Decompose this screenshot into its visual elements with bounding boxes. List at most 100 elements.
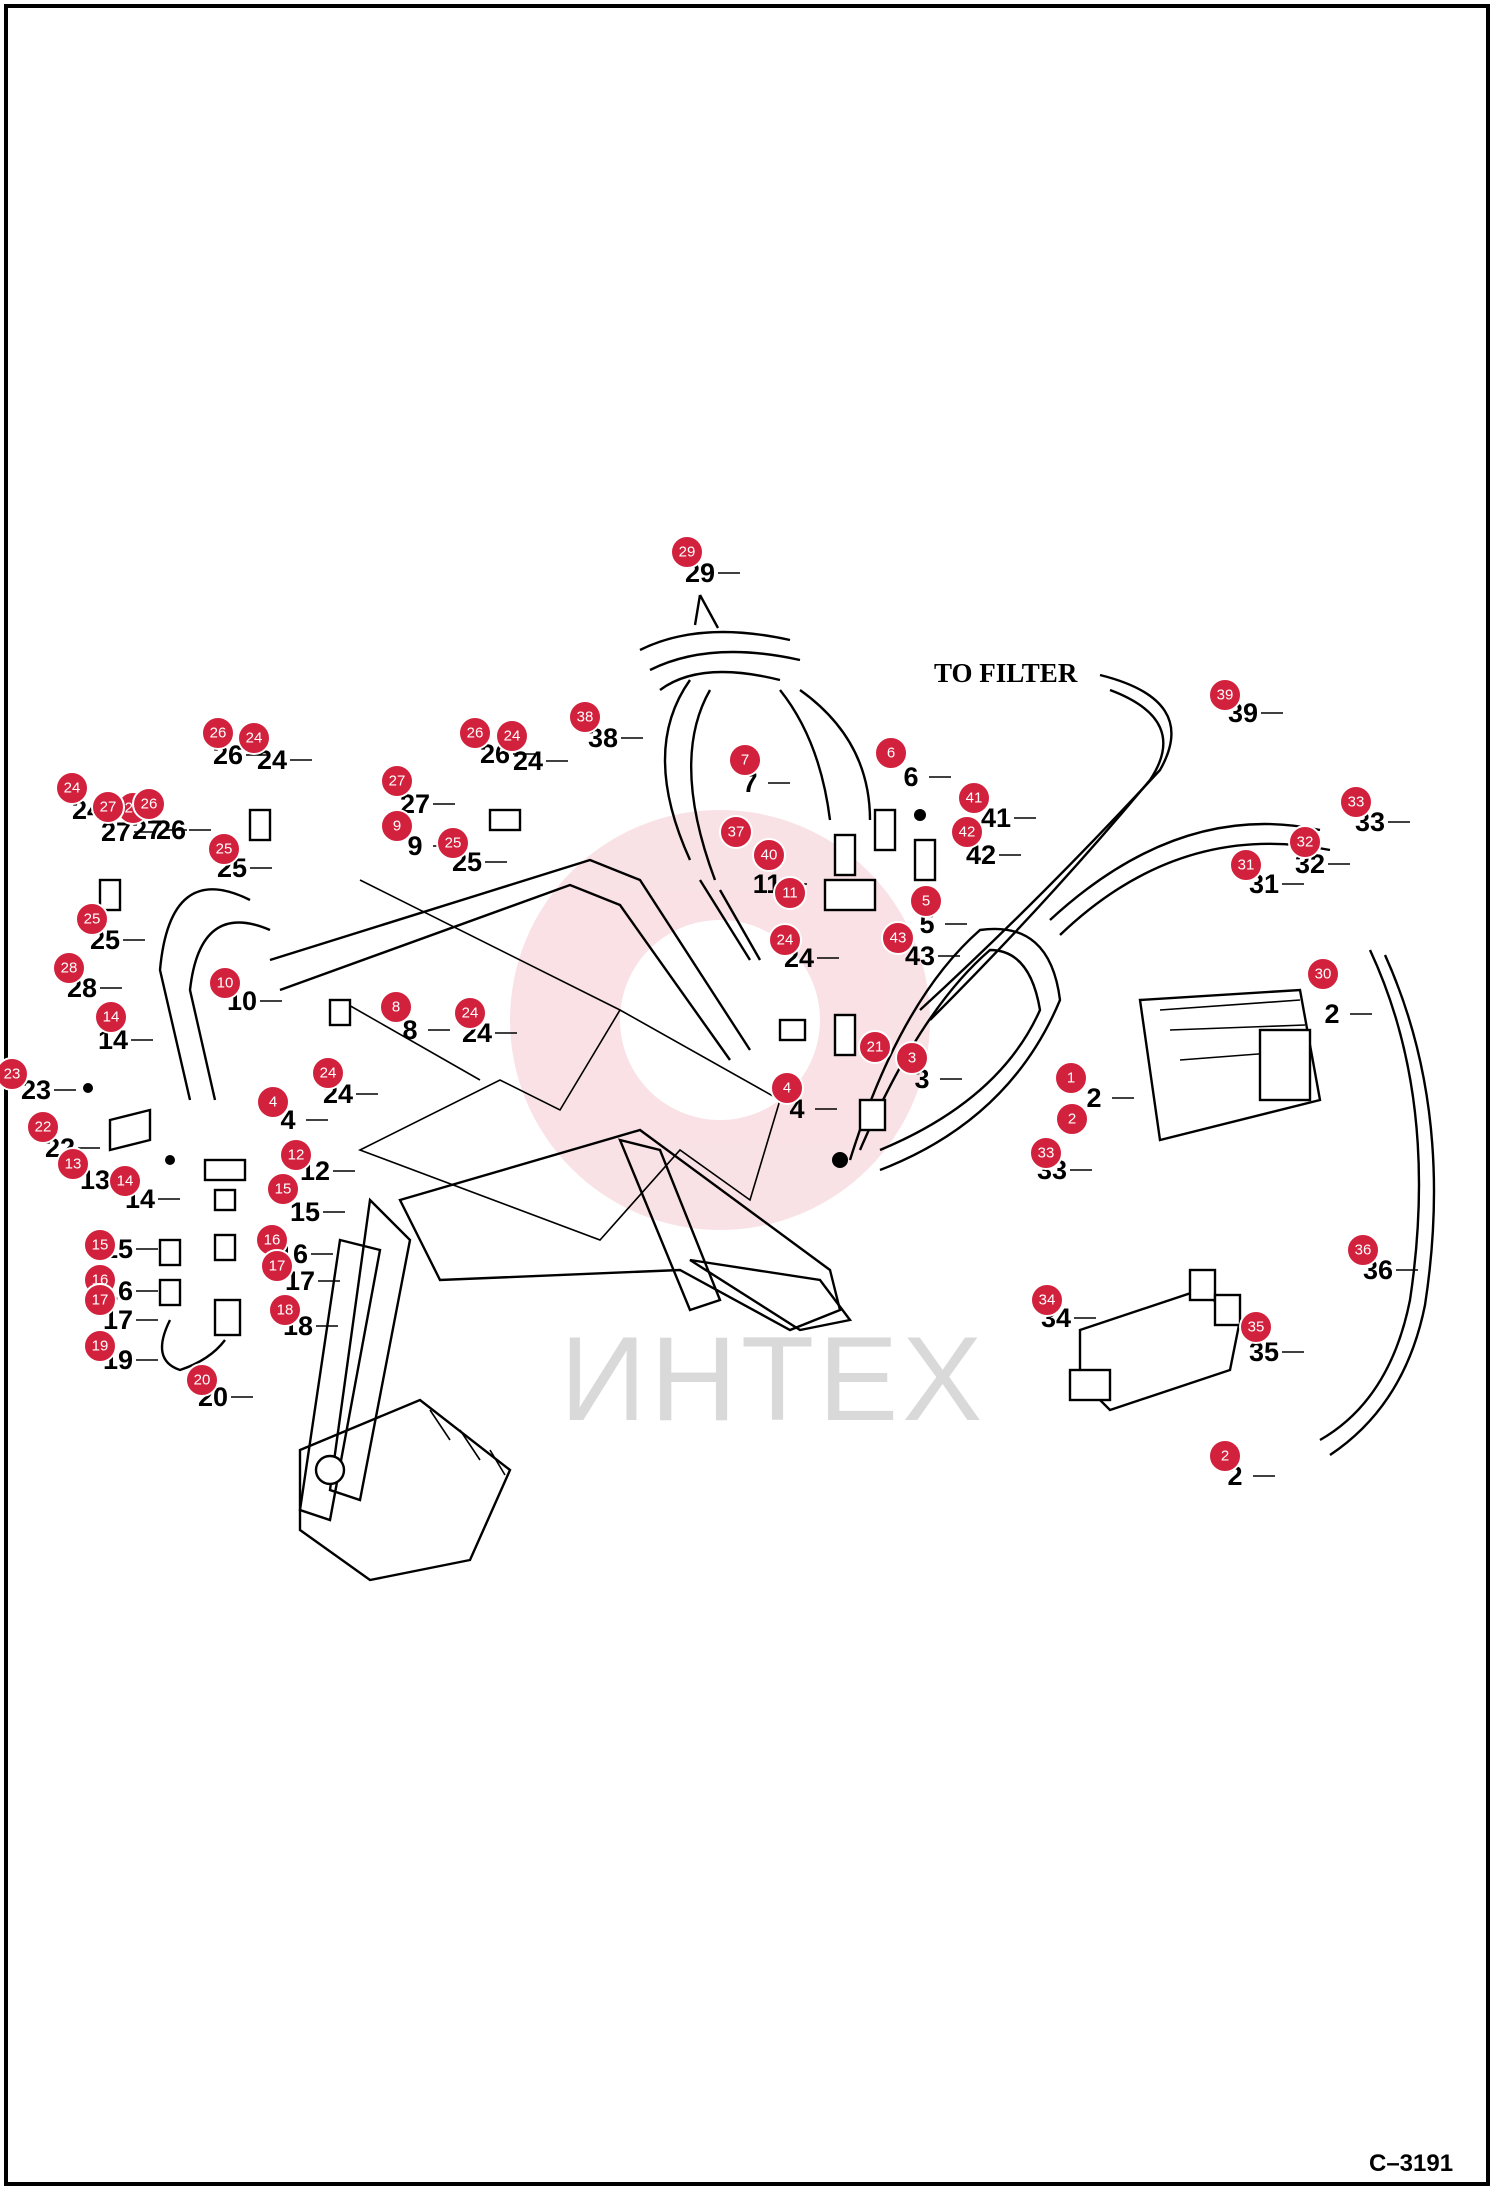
callout-27[interactable]: 27 bbox=[91, 790, 125, 824]
callout-marker[interactable] bbox=[201, 716, 235, 750]
callout-26[interactable]: 26 bbox=[132, 787, 166, 821]
callout-25[interactable]: 25 bbox=[436, 826, 470, 860]
callout-32[interactable]: 32 bbox=[1288, 825, 1322, 859]
callout-marker[interactable] bbox=[380, 764, 414, 798]
callout-marker[interactable] bbox=[52, 951, 86, 985]
callout-24[interactable]: 24 bbox=[453, 996, 487, 1030]
callout-marker[interactable] bbox=[728, 743, 762, 777]
callout-marker[interactable] bbox=[207, 832, 241, 866]
callout-marker[interactable] bbox=[237, 721, 271, 755]
callout-marker[interactable] bbox=[1030, 1283, 1064, 1317]
callout-marker[interactable] bbox=[256, 1085, 290, 1119]
callout-36[interactable]: 36 bbox=[1346, 1233, 1380, 1267]
callout-marker[interactable] bbox=[91, 790, 125, 824]
callout-14[interactable]: 14 bbox=[94, 1000, 128, 1034]
callout-marker[interactable] bbox=[670, 535, 704, 569]
callout-marker[interactable] bbox=[208, 966, 242, 1000]
callout-21[interactable]: 21 bbox=[858, 1030, 892, 1064]
callout-marker[interactable] bbox=[311, 1056, 345, 1090]
callout-marker[interactable] bbox=[495, 719, 529, 753]
callout-18[interactable]: 18 bbox=[268, 1293, 302, 1327]
callout-marker[interactable] bbox=[1306, 957, 1340, 991]
callout-28[interactable]: 28 bbox=[52, 951, 86, 985]
callout-marker[interactable] bbox=[881, 921, 915, 955]
callout-marker[interactable] bbox=[0, 1057, 29, 1091]
callout-marker[interactable] bbox=[1339, 785, 1373, 819]
callout-22[interactable]: 22 bbox=[26, 1110, 60, 1144]
callout-marker[interactable] bbox=[858, 1030, 892, 1064]
callout-15[interactable]: 15 bbox=[266, 1172, 300, 1206]
callout-marker[interactable] bbox=[185, 1363, 219, 1397]
callout-marker[interactable] bbox=[56, 1147, 90, 1181]
callout-marker[interactable] bbox=[453, 996, 487, 1030]
callout-marker[interactable] bbox=[895, 1041, 929, 1075]
callout-8[interactable]: 8 bbox=[379, 990, 413, 1024]
callout-marker[interactable] bbox=[379, 990, 413, 1024]
callout-34[interactable]: 34 bbox=[1030, 1283, 1064, 1317]
callout-17[interactable]: 17 bbox=[83, 1283, 117, 1317]
callout-marker[interactable] bbox=[1229, 848, 1263, 882]
callout-9[interactable]: 9 bbox=[380, 809, 414, 843]
callout-14[interactable]: 14 bbox=[108, 1164, 142, 1198]
callout-marker[interactable] bbox=[83, 1329, 117, 1363]
callout-23[interactable]: 23 bbox=[0, 1057, 29, 1091]
callout-26[interactable]: 26 bbox=[201, 716, 235, 750]
callout-30[interactable]: 30 bbox=[1306, 957, 1340, 991]
callout-marker[interactable] bbox=[568, 700, 602, 734]
callout-marker[interactable] bbox=[279, 1138, 313, 1172]
callout-33[interactable]: 33 bbox=[1029, 1136, 1063, 1170]
callout-39[interactable]: 39 bbox=[1208, 678, 1242, 712]
callout-marker[interactable] bbox=[458, 716, 492, 750]
callout-38[interactable]: 38 bbox=[568, 700, 602, 734]
callout-marker[interactable] bbox=[1288, 825, 1322, 859]
callout-marker[interactable] bbox=[719, 815, 753, 849]
callout-11[interactable]: 11 bbox=[773, 876, 807, 910]
callout-marker[interactable] bbox=[1208, 1439, 1242, 1473]
callout-3[interactable]: 3 bbox=[895, 1041, 929, 1075]
callout-27[interactable]: 27 bbox=[380, 764, 414, 798]
callout-15[interactable]: 15 bbox=[83, 1228, 117, 1262]
callout-marker[interactable] bbox=[909, 884, 943, 918]
callout-4[interactable]: 4 bbox=[256, 1085, 290, 1119]
callout-marker[interactable] bbox=[75, 902, 109, 936]
callout-33[interactable]: 33 bbox=[1339, 785, 1373, 819]
callout-marker[interactable] bbox=[1346, 1233, 1380, 1267]
callout-40[interactable]: 40 bbox=[752, 838, 786, 872]
callout-19[interactable]: 19 bbox=[83, 1329, 117, 1363]
callout-25[interactable]: 25 bbox=[207, 832, 241, 866]
callout-marker[interactable] bbox=[94, 1000, 128, 1034]
callout-marker[interactable] bbox=[83, 1228, 117, 1262]
callout-24[interactable]: 24 bbox=[768, 923, 802, 957]
callout-marker[interactable] bbox=[752, 838, 786, 872]
callout-marker[interactable] bbox=[55, 771, 89, 805]
callout-24[interactable]: 24 bbox=[495, 719, 529, 753]
callout-marker[interactable] bbox=[957, 781, 991, 815]
callout-10[interactable]: 10 bbox=[208, 966, 242, 1000]
callout-marker[interactable] bbox=[26, 1110, 60, 1144]
callout-25[interactable]: 25 bbox=[75, 902, 109, 936]
callout-marker[interactable] bbox=[1055, 1102, 1089, 1136]
callout-4[interactable]: 4 bbox=[770, 1071, 804, 1105]
callout-13[interactable]: 13 bbox=[56, 1147, 90, 1181]
callout-marker[interactable] bbox=[773, 876, 807, 910]
callout-43[interactable]: 43 bbox=[881, 921, 915, 955]
callout-marker[interactable] bbox=[380, 809, 414, 843]
callout-26[interactable]: 26 bbox=[458, 716, 492, 750]
callout-16[interactable]: 16 bbox=[255, 1223, 289, 1257]
callout-marker[interactable] bbox=[1239, 1310, 1273, 1344]
callout-1[interactable]: 1 bbox=[1054, 1061, 1088, 1095]
callout-41[interactable]: 41 bbox=[957, 781, 991, 815]
callout-marker[interactable] bbox=[768, 923, 802, 957]
callout-marker[interactable] bbox=[1029, 1136, 1063, 1170]
callout-marker[interactable] bbox=[132, 787, 166, 821]
callout-marker[interactable] bbox=[436, 826, 470, 860]
callout-24[interactable]: 24 bbox=[311, 1056, 345, 1090]
callout-42[interactable]: 42 bbox=[950, 815, 984, 849]
callout-marker[interactable] bbox=[83, 1283, 117, 1317]
callout-5[interactable]: 5 bbox=[909, 884, 943, 918]
callout-marker[interactable] bbox=[950, 815, 984, 849]
callout-2[interactable]: 2 bbox=[1055, 1102, 1089, 1136]
callout-6[interactable]: 6 bbox=[874, 736, 908, 770]
callout-12[interactable]: 12 bbox=[279, 1138, 313, 1172]
callout-24[interactable]: 24 bbox=[55, 771, 89, 805]
